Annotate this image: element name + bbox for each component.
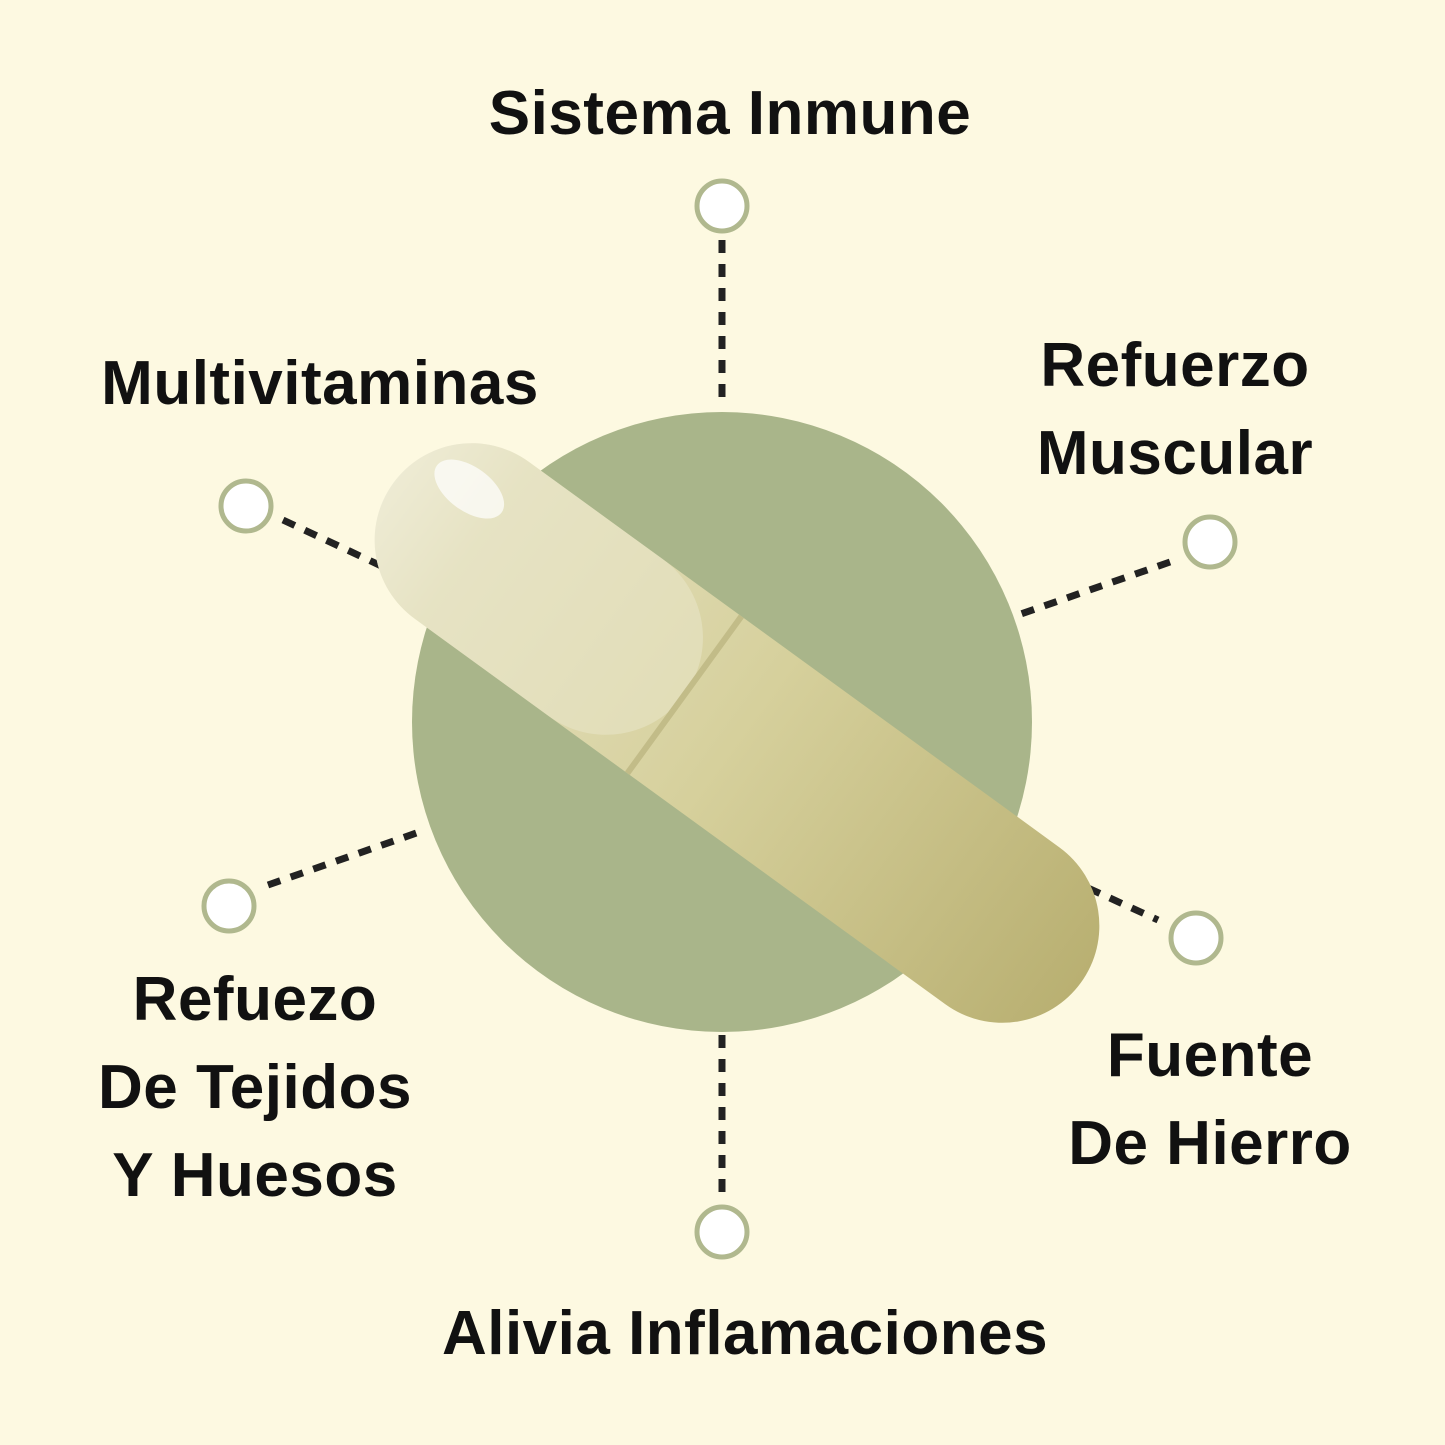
node-bottom-left (201, 878, 257, 934)
label-line: Alivia Inflamaciones (441, 1299, 1049, 1368)
node-top-left (218, 478, 274, 534)
capsule-image (374, 443, 1100, 1023)
label-line: Multivitaminas (101, 349, 539, 418)
label-refuerzo-muscular: Refuerzo Muscular (975, 322, 1375, 498)
node-bottom (694, 1204, 750, 1260)
label-sistema-inmune: Sistema Inmune (430, 70, 1030, 158)
connector-bottom-left (266, 826, 427, 889)
label-line: De Hierro (1068, 1109, 1352, 1178)
label-line: Refuerzo (1040, 331, 1310, 400)
label-line: Refuezo (132, 965, 378, 1034)
node-top-right (1182, 514, 1238, 570)
connector-top-left (281, 516, 392, 574)
label-line: De Tejidos (98, 1053, 412, 1122)
label-line: Muscular (1036, 419, 1314, 488)
label-line: Sistema Inmune (488, 79, 972, 148)
label-line: Y Huesos (112, 1141, 398, 1210)
label-tejidos-huesos: Refuezo De Tejidos Y Huesos (40, 956, 470, 1220)
label-alivia-inflamaciones: Alivia Inflamaciones (345, 1290, 1145, 1378)
label-fuente-hierro: Fuente De Hierro (1010, 1012, 1410, 1188)
node-top (694, 178, 750, 234)
label-line: Fuente (1106, 1021, 1314, 1090)
node-bottom-right (1168, 910, 1224, 966)
connector-top-right (1016, 558, 1172, 619)
label-multivitaminas: Multivitaminas (40, 340, 600, 428)
connector-bottom-right (1086, 884, 1160, 924)
